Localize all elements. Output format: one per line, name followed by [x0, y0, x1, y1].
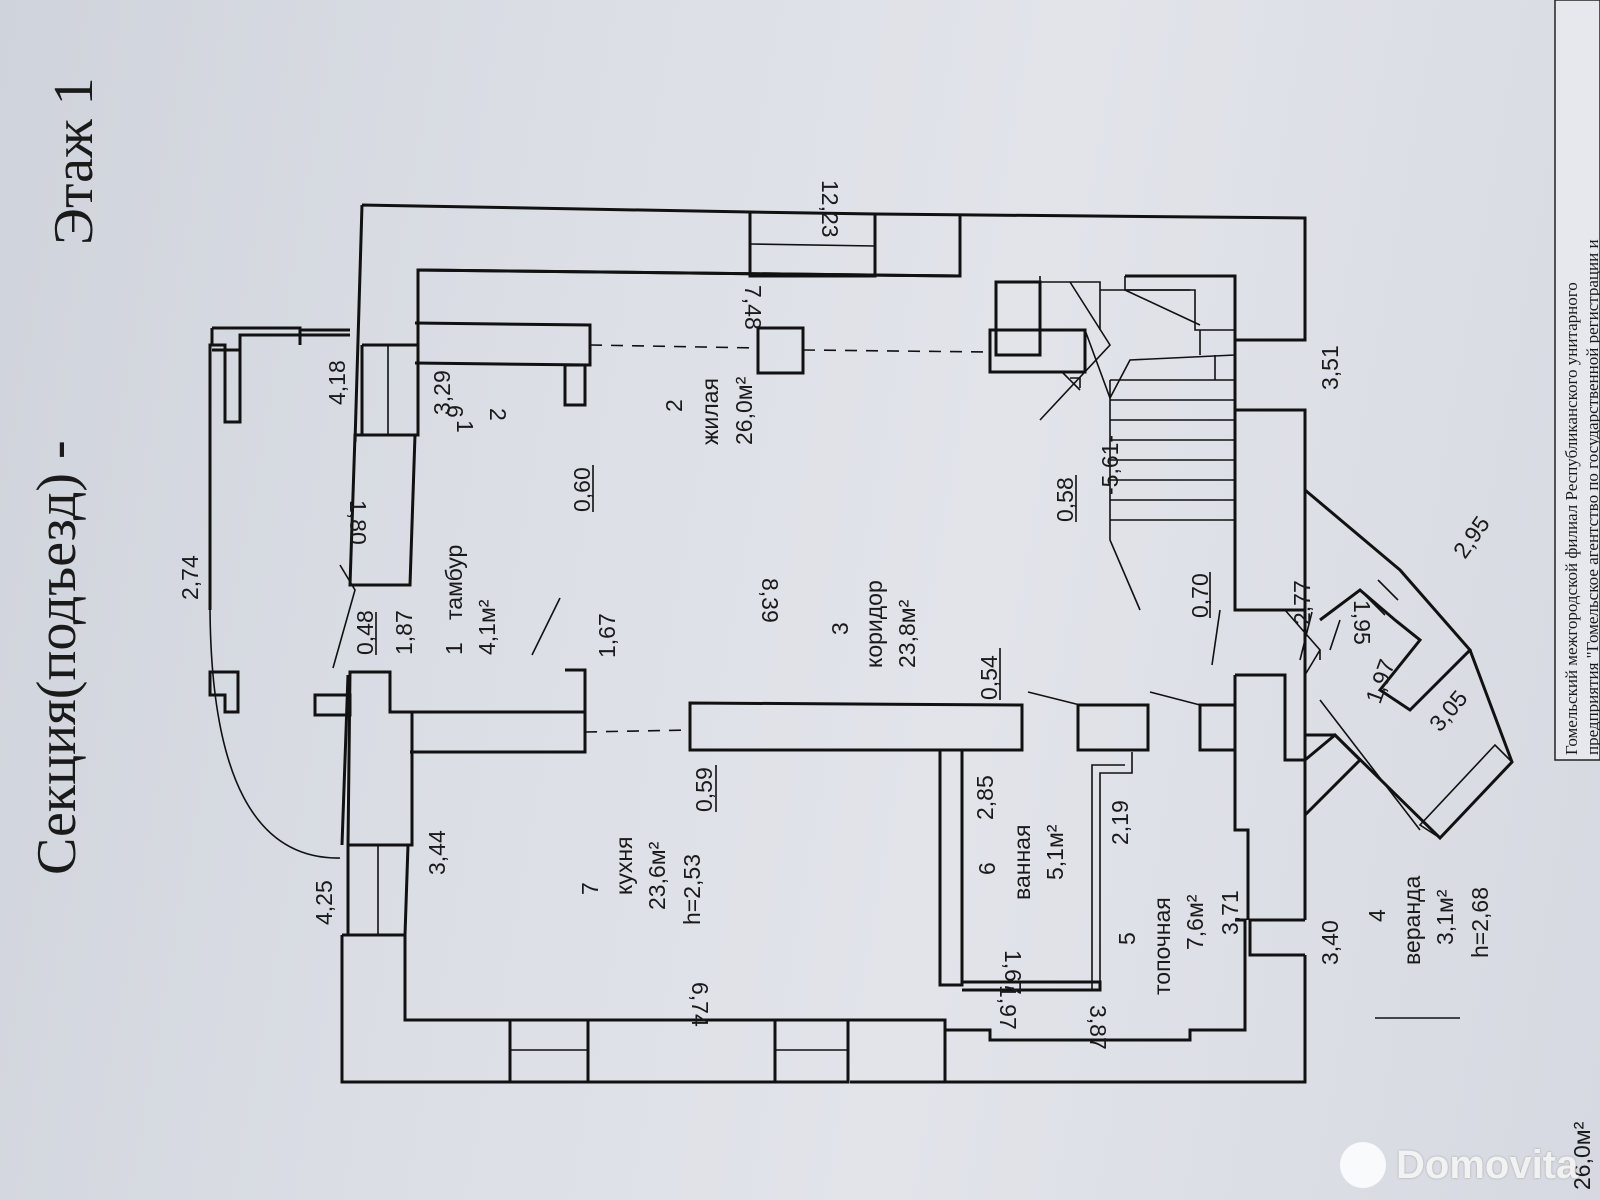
- dim-2-74: 2,74: [177, 555, 203, 600]
- room-4-area: 3,1м²: [1432, 889, 1458, 945]
- room-7-num: 7: [577, 882, 603, 895]
- porch: [208, 326, 1201, 859]
- room-5-area: 7,6м²: [1182, 894, 1208, 950]
- room-2-area: 26,0м²: [731, 376, 757, 445]
- tambur-frac-side: 6: [442, 405, 468, 418]
- room-5-num: 5: [1114, 932, 1140, 945]
- room-2-name: жилая: [697, 378, 723, 445]
- dim-3-29: 3,29: [429, 370, 455, 415]
- dim-3-44: 3,44: [424, 830, 450, 875]
- dim-1-95: 1,95: [1349, 600, 1375, 645]
- room-4-name: веранда: [1399, 876, 1425, 965]
- staircase: [1039, 276, 1236, 611]
- registry-stamp: [1554, 0, 1600, 761]
- dim-1-67: 1,67: [594, 613, 620, 658]
- dim-0-58: 0,58: [1052, 477, 1078, 522]
- room-1-num: 1: [441, 642, 467, 655]
- dim-4-25: 4,25: [311, 880, 337, 925]
- room-6-num: 6: [974, 862, 1000, 875]
- room-5-name: топочная: [1149, 897, 1175, 995]
- dim-1-67b: 1,67: [1000, 950, 1026, 995]
- dim-1-87: 1,87: [391, 610, 417, 655]
- dim-6-74: 6,74: [687, 982, 713, 1027]
- room-labels: 1 тамбур 4,1м² 1 6 2 2 жилая 26,0м² 3 ко…: [441, 376, 1493, 995]
- outer-walls: [340, 203, 1307, 1084]
- dim-3-51: 3,51: [1317, 345, 1343, 390]
- dim-0-59: 0,59: [691, 767, 717, 812]
- room-6-name: ванная: [1009, 825, 1035, 900]
- dim-3-71: 3,71: [1217, 890, 1243, 935]
- tambur-frac-top: 1: [452, 420, 478, 433]
- room-7-area: 23,6м²: [644, 841, 670, 910]
- room-4-num: 4: [1364, 909, 1390, 922]
- dim-underlines: [375, 465, 1211, 812]
- room-3-area: 23,8м²: [894, 599, 920, 668]
- dimension-labels: 12,23 7,48 1,80 8,39 6,74 1,67 1,97 3,87…: [177, 180, 1495, 1050]
- dim-2-85: 2,85: [972, 775, 998, 820]
- floor-title: Этаж 1: [43, 77, 105, 245]
- dim-3-87: 3,87: [1085, 1005, 1111, 1050]
- stamp-line-2: предприятия "Гомельское агентство по гос…: [1583, 239, 1600, 755]
- veranda: [1211, 488, 1514, 1019]
- room-7-height: h=2,53: [679, 854, 705, 925]
- dim-7-48: 7,48: [740, 285, 766, 330]
- room-2-num: 2: [661, 399, 687, 412]
- room-1-name: тамбур: [441, 545, 467, 620]
- dim-0-48: 0,48: [352, 610, 378, 655]
- domovita-watermark: Domovita: [1340, 1140, 1590, 1190]
- inner-walls: [410, 280, 1237, 992]
- dim-8-39: 8,39: [757, 578, 783, 623]
- dim-0-54: 0,54: [976, 655, 1002, 700]
- bottom-area-label: 26,0м²: [1569, 1121, 1595, 1190]
- room-7-name: кухня: [611, 837, 637, 895]
- room-3-num: 3: [827, 622, 853, 635]
- watermark-text: Domovita: [1396, 1142, 1579, 1187]
- room-3-name: коридор: [861, 580, 887, 668]
- dim-0-70: 0,70: [1187, 573, 1213, 618]
- dim-5-61: -5,61-: [1097, 435, 1123, 495]
- dim-1-80: 1,80: [345, 500, 371, 545]
- dim-2-19: 2,19: [1107, 800, 1133, 845]
- dim-3-05: 3,05: [1424, 685, 1473, 736]
- dim-3-40: 3,40: [1317, 920, 1343, 965]
- dim-12-23: 12,23: [817, 180, 843, 238]
- stamp-line-1: Гомельский межгородской филиал Республик…: [1562, 282, 1581, 755]
- tambur-frac-bottom: 2: [485, 408, 511, 421]
- room-1-area: 4,1м²: [474, 599, 500, 655]
- dim-2-77: 2,77: [1289, 580, 1315, 625]
- dim-0-60: 0,60: [569, 467, 595, 512]
- room-6-area: 5,1м²: [1042, 824, 1068, 880]
- room-4-height: h=2,68: [1467, 887, 1493, 958]
- dim-4-18: 4,18: [324, 360, 350, 405]
- dim-2-95: 2,95: [1448, 511, 1495, 563]
- section-title: Секция(подъезд) -: [26, 440, 88, 875]
- domovita-logo-icon: [1340, 1142, 1386, 1188]
- dim-1-97b: 1,97: [995, 985, 1021, 1030]
